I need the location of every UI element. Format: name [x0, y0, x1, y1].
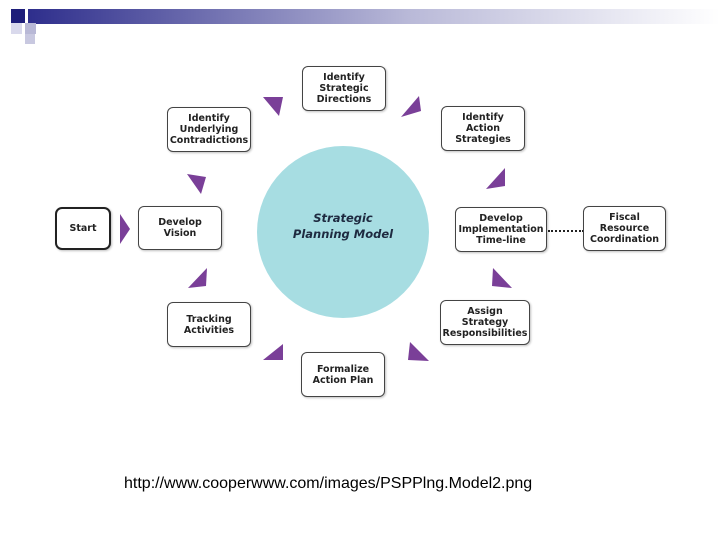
- deco-square-light: [11, 23, 22, 34]
- dotted-connector: [548, 230, 584, 232]
- arrow-vision-to-contradictions: [187, 174, 206, 194]
- node-develop-timeline: Develop Implementation Time-line: [455, 207, 547, 252]
- node-identify-directions: Identify Strategic Directions: [302, 66, 386, 111]
- node-fiscal-coordination-label: Fiscal Resource Coordination: [589, 212, 660, 245]
- center-circle: Strategic Planning Model: [257, 146, 429, 318]
- node-develop-timeline-label: Develop Implementation Time-line: [458, 213, 544, 246]
- arrow-strategies-to-timeline: [486, 168, 505, 189]
- node-develop-vision-label: Develop Vision: [158, 217, 202, 239]
- arrow-contradictions-to-directions: [263, 97, 283, 116]
- node-start-label: Start: [69, 223, 97, 234]
- node-formalize-plan-label: Formalize Action Plan: [312, 363, 374, 386]
- node-tracking-activities: Tracking Activities: [167, 302, 251, 347]
- header-gradient-bar: [11, 9, 720, 44]
- node-identify-directions-label: Identify Strategic Directions: [316, 72, 372, 105]
- node-fiscal-coordination: Fiscal Resource Coordination: [583, 206, 666, 251]
- deco-square-light: [25, 23, 36, 34]
- node-assign-responsibilities: Assign Strategy Responsibilities: [440, 300, 530, 345]
- node-identify-action-strategies-label: Identify Action Strategies: [455, 112, 511, 145]
- node-identify-contradictions: Identify Underlying Contradictions: [167, 107, 251, 152]
- arrow-start-to-vision: [120, 214, 130, 244]
- arrow-tracking-to-vision: [188, 268, 207, 288]
- node-develop-vision: Develop Vision: [138, 206, 222, 250]
- node-assign-responsibilities-label: Assign Strategy Responsibilities: [442, 306, 528, 339]
- node-identify-contradictions-label: Identify Underlying Contradictions: [169, 113, 249, 146]
- source-url-text: http://www.cooperwww.com/images/PSPPlng.…: [124, 475, 533, 492]
- deco-square-dark: [11, 9, 25, 23]
- node-tracking-activities-label: Tracking Activities: [183, 313, 235, 336]
- arrow-responsibilities-to-plan: [408, 342, 429, 361]
- deco-square-light: [25, 34, 35, 44]
- node-identify-action-strategies: Identify Action Strategies: [441, 106, 525, 151]
- node-start: Start: [55, 207, 111, 250]
- node-formalize-plan: Formalize Action Plan: [301, 352, 385, 397]
- arrow-plan-to-tracking: [263, 344, 283, 360]
- center-title: Strategic Planning Model: [292, 211, 394, 241]
- arrow-directions-to-strategies: [401, 96, 421, 117]
- arrow-timeline-to-responsibilities: [492, 268, 512, 288]
